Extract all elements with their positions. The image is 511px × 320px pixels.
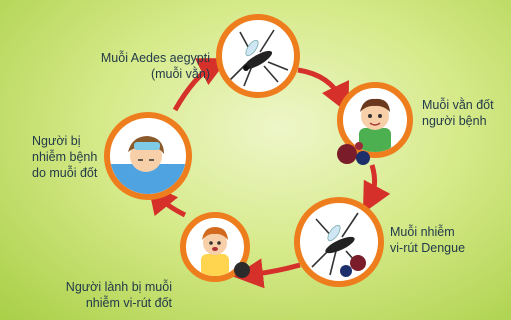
stage-healthy-person-bitten-label: Người lành bị muỗi nhiễm vi-rút đốt [65, 280, 172, 310]
stage-aedes-mosquito-circle [216, 14, 300, 98]
stage-aedes-mosquito-label: Muỗi Aedes aegypti (muỗi vằn) [100, 51, 210, 81]
mosquito-icon [229, 29, 289, 87]
arrow-3-to-4 [233, 258, 301, 289]
stage-infected-mosquito-circle [294, 197, 384, 287]
virus-cluster-icon [337, 142, 370, 165]
sick-person-icon [110, 136, 186, 194]
stage-sick-person-label: Người bị nhiễm bệnh do muỗi đốt [32, 134, 98, 180]
arrow-2-to-3 [362, 164, 391, 214]
boy-icon [359, 98, 391, 152]
stage-bite-sick-person-circle [337, 82, 413, 158]
arrow-4-to-5 [147, 183, 187, 218]
healthy-boy-icon [201, 227, 229, 276]
arrow-1-to-2 [297, 67, 350, 114]
stage-bite-sick-person-label: Muỗi vằn đốt người bệnh [422, 98, 494, 128]
virus-icon [234, 262, 250, 278]
stage-sick-person-circle [104, 112, 192, 200]
infected-mosquito-icon [311, 212, 366, 277]
stage-infected-mosquito-label: Muỗi nhiễm vi-rút Dengue [390, 225, 466, 255]
arrow-5-to-1 [172, 58, 229, 112]
